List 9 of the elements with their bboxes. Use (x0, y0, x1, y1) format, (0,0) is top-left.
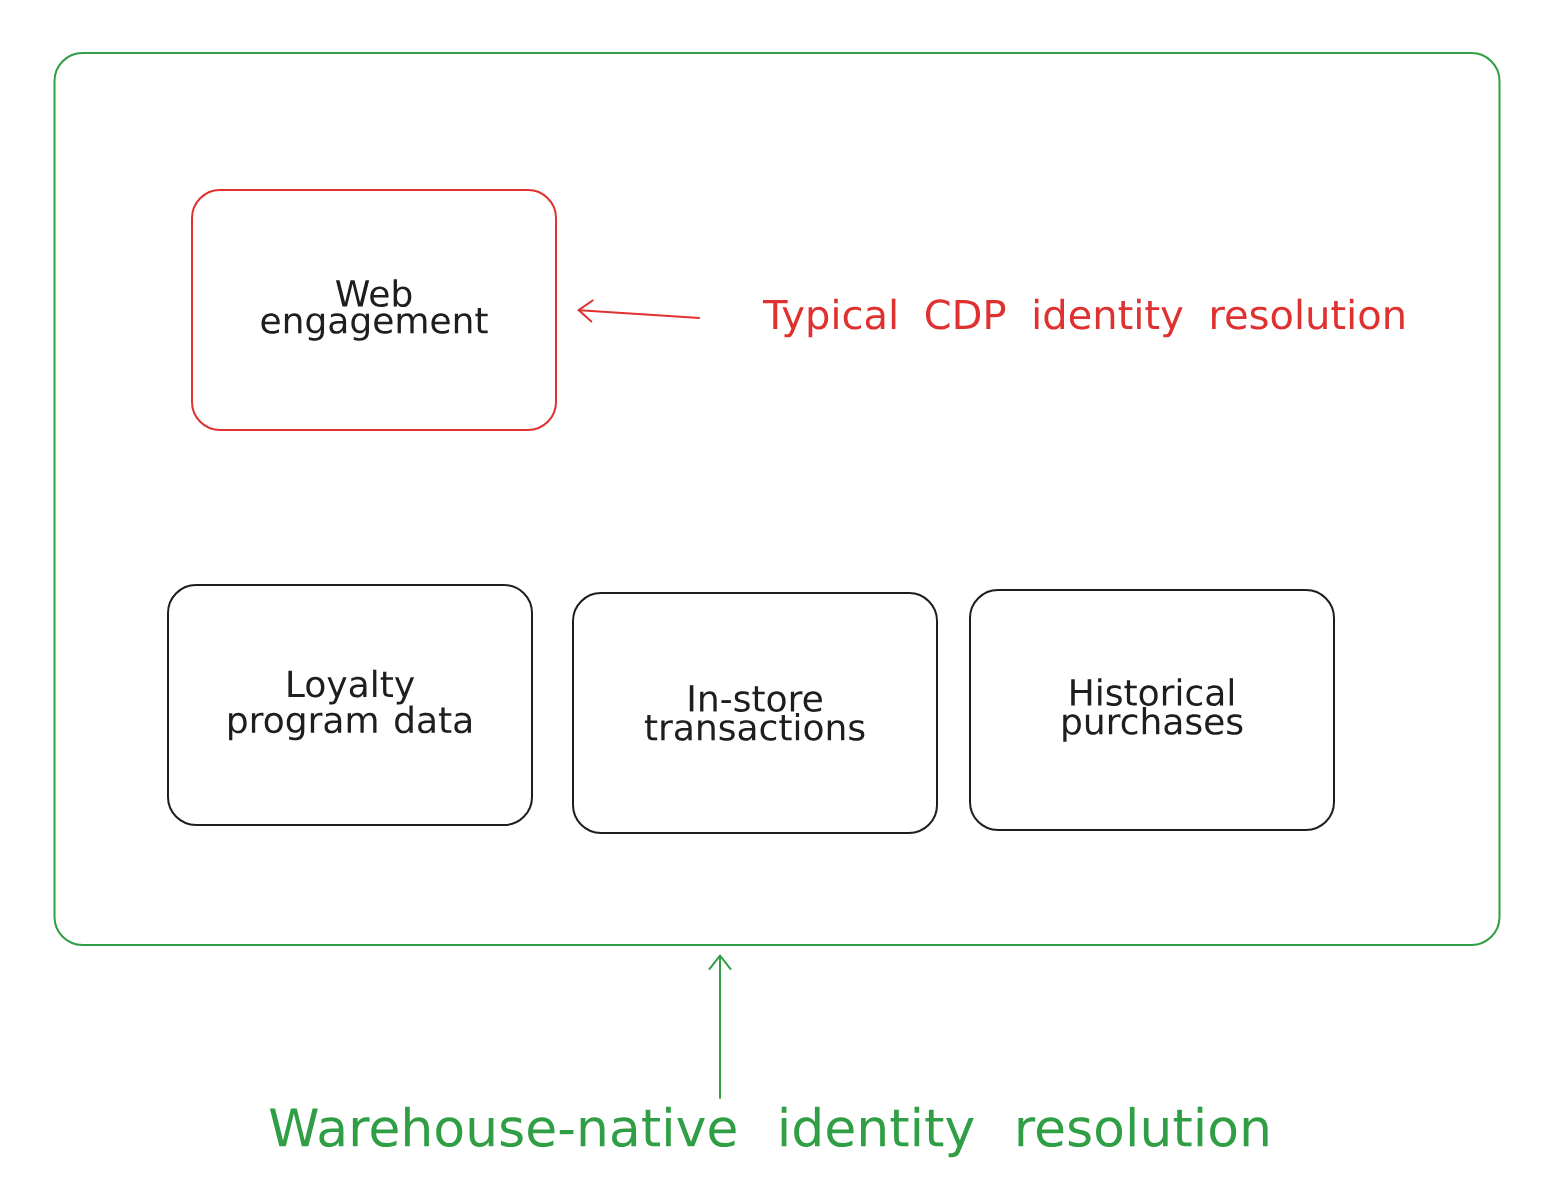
arrow (577, 299, 701, 323)
outer-frame (53, 52, 1501, 946)
source-box: In-store transactions (572, 592, 938, 834)
callout-text: Warehouse-native identity resolution (269, 1106, 1268, 1158)
source-box: Historical purchases (969, 589, 1335, 831)
arrow (708, 954, 732, 1100)
source-box: Web engagement (191, 189, 557, 431)
callout-text: Typical CDP identity resolution (762, 298, 1404, 338)
source-box: Loyalty program data (167, 584, 533, 826)
